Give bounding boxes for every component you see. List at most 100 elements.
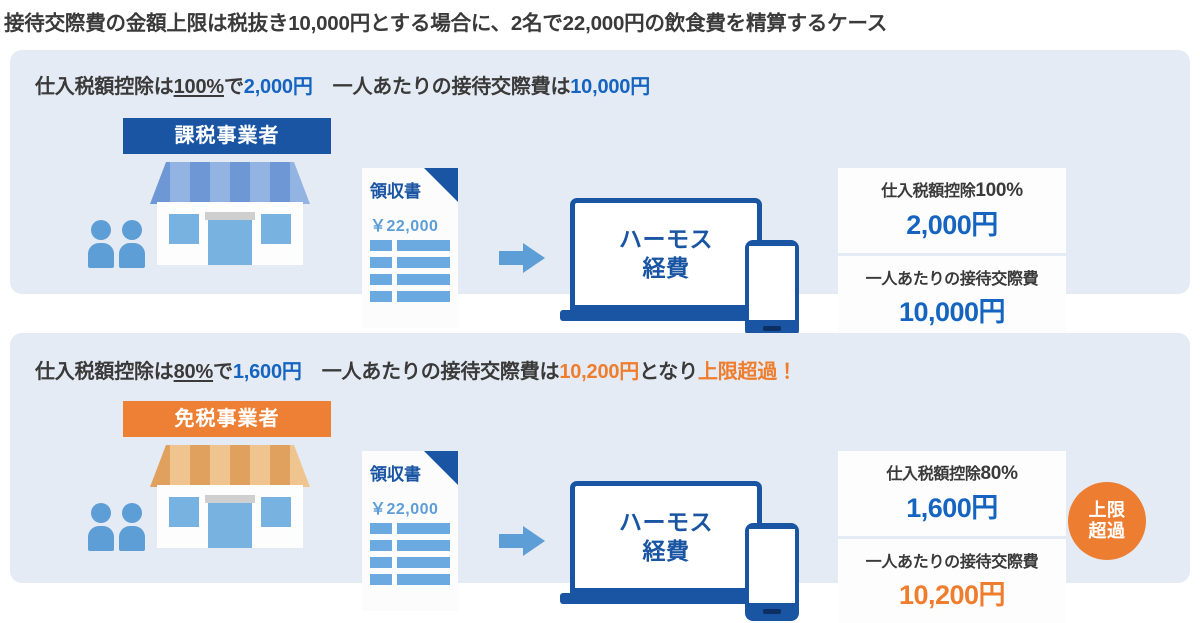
receipt-line-short bbox=[370, 557, 392, 568]
awning-stripe bbox=[270, 162, 290, 204]
receipt-line-long bbox=[397, 574, 450, 585]
arrow-tail bbox=[499, 534, 526, 548]
receipt-line-long bbox=[397, 557, 450, 568]
brand-line-1: ハーモス bbox=[619, 226, 713, 252]
shop-window-right bbox=[261, 214, 291, 244]
receipt-line-long bbox=[397, 274, 450, 285]
awning-icon bbox=[150, 162, 310, 204]
people-illustration-exempt bbox=[88, 503, 150, 551]
person-icon bbox=[88, 503, 114, 551]
product-brand: ハーモス 経費 bbox=[575, 508, 757, 567]
arrow-tail bbox=[499, 251, 526, 265]
result-card-label: 一人あたりの接待交際費 bbox=[838, 265, 1066, 289]
awning-stripe bbox=[290, 445, 310, 487]
result-card-value: 2,000円 bbox=[906, 210, 998, 240]
receipt-line-long bbox=[397, 540, 450, 551]
page-title: 接待交際費の金額上限は税抜き10,000円とする場合に、2名で22,000円の飲… bbox=[4, 12, 888, 35]
receipt-line-row bbox=[370, 240, 450, 251]
shop-window-left bbox=[169, 214, 199, 244]
header-amount: 1,600円 bbox=[232, 361, 302, 383]
receipt-line-row bbox=[370, 557, 450, 568]
receipt-amount: ￥22,000 bbox=[370, 218, 439, 235]
storefront-illustration-exempt bbox=[150, 445, 310, 548]
receipt-line-items bbox=[370, 523, 450, 591]
shop-window-right bbox=[261, 497, 291, 527]
over-limit-line-1: 上限 bbox=[1088, 500, 1126, 521]
page-fold-icon bbox=[424, 451, 458, 485]
phone-screen bbox=[749, 246, 795, 320]
receipt-amount: ￥22,000 bbox=[370, 501, 439, 518]
receipt-line-row bbox=[370, 274, 450, 285]
phone-home-button bbox=[763, 609, 781, 614]
receipt-line-short bbox=[370, 574, 392, 585]
laptop-screen: ハーモス 経費 bbox=[570, 481, 762, 593]
header-per-person: 10,000円 bbox=[570, 76, 651, 98]
header-percent: 80% bbox=[173, 361, 214, 383]
panel-header-exempt: 仕入税額控除は80%で1,600円一人あたりの接待交際費は10,200円となり上… bbox=[35, 355, 797, 384]
business-type-badge-taxable: 課税事業者 bbox=[123, 118, 331, 154]
header-part1: 仕入税額控除は bbox=[35, 76, 174, 98]
receipt-line-long bbox=[397, 257, 450, 268]
people-illustration-taxable bbox=[88, 220, 150, 268]
header-percent: 100% bbox=[173, 76, 225, 98]
result-card-label: 仕入税額控除100% bbox=[838, 177, 1066, 202]
receipt-line-short bbox=[370, 540, 392, 551]
brand-line-1: ハーモス bbox=[619, 509, 713, 535]
person-body bbox=[88, 526, 114, 551]
receipt-line-short bbox=[370, 523, 392, 534]
receipt-line-long bbox=[397, 523, 450, 534]
result-card-value: 10,000円 bbox=[898, 297, 1006, 327]
product-brand: ハーモス 経費 bbox=[575, 225, 757, 284]
case-panel-taxable: 仕入税額控除は100%で2,000円一人あたりの接待交際費は10,000円 課税… bbox=[10, 50, 1190, 340]
smartphone-icon bbox=[745, 240, 799, 338]
awning-stripe bbox=[190, 162, 210, 204]
person-head bbox=[122, 503, 142, 523]
receipt-document-taxable: 領収書 ￥22,000 bbox=[362, 168, 458, 328]
result-card-per-person-exempt: 一人あたりの接待交際費 10,200円 bbox=[838, 539, 1066, 623]
awning-stripe bbox=[190, 445, 210, 487]
storefront-illustration-taxable bbox=[150, 162, 310, 265]
awning-stripe bbox=[170, 445, 190, 487]
person-head bbox=[91, 220, 111, 240]
device-illustration-exempt: ハーモス 経費 bbox=[560, 481, 800, 621]
laptop-base bbox=[560, 593, 772, 604]
receipt-line-items bbox=[370, 240, 450, 308]
page-fold-icon bbox=[424, 168, 458, 202]
receipt-line-long bbox=[397, 291, 450, 302]
awning-stripe bbox=[290, 162, 310, 204]
device-illustration-taxable: ハーモス 経費 bbox=[560, 198, 800, 338]
person-body bbox=[119, 243, 145, 268]
receipt-line-row bbox=[370, 291, 450, 302]
header-part1: 仕入税額控除は bbox=[35, 361, 174, 383]
header-per-person: 10,200円 bbox=[559, 361, 640, 383]
header-part2: で bbox=[213, 361, 233, 383]
awning-stripe bbox=[150, 445, 170, 487]
shop-sign bbox=[205, 212, 255, 220]
receipt-line-short bbox=[370, 240, 392, 251]
result-card-value: 1,600円 bbox=[906, 493, 998, 523]
person-icon bbox=[88, 220, 114, 268]
receipt-title: 領収書 bbox=[370, 465, 421, 484]
shop-body bbox=[157, 202, 303, 265]
receipt-line-row bbox=[370, 523, 450, 534]
receipt-title: 領収書 bbox=[370, 182, 421, 201]
panel-header-taxable: 仕入税額控除は100%で2,000円一人あたりの接待交際費は10,000円 bbox=[35, 70, 650, 99]
shop-door bbox=[208, 220, 252, 265]
result-card-label-text: 仕入税額控除 bbox=[881, 183, 976, 200]
header-amount: 2,000円 bbox=[243, 76, 313, 98]
result-card-tax-deduction-exempt: 仕入税額控除80% 1,600円 bbox=[838, 451, 1066, 536]
awning-stripe bbox=[210, 162, 230, 204]
result-card-label-text: 一人あたりの接待交際費 bbox=[865, 554, 1039, 571]
awning-stripe bbox=[210, 445, 230, 487]
shop-sign bbox=[205, 495, 255, 503]
laptop-screen: ハーモス 経費 bbox=[570, 198, 762, 310]
receipt-line-short bbox=[370, 274, 392, 285]
arrow-head bbox=[523, 243, 545, 273]
brand-line-2: 経費 bbox=[642, 255, 690, 282]
receipt-line-row bbox=[370, 257, 450, 268]
result-card-label-text: 仕入税額控除 bbox=[886, 466, 981, 483]
shop-window-left bbox=[169, 497, 199, 527]
header-alert: 上限超過！ bbox=[697, 361, 797, 383]
person-icon bbox=[119, 220, 145, 268]
result-card-label: 一人あたりの接待交際費 bbox=[838, 548, 1066, 572]
